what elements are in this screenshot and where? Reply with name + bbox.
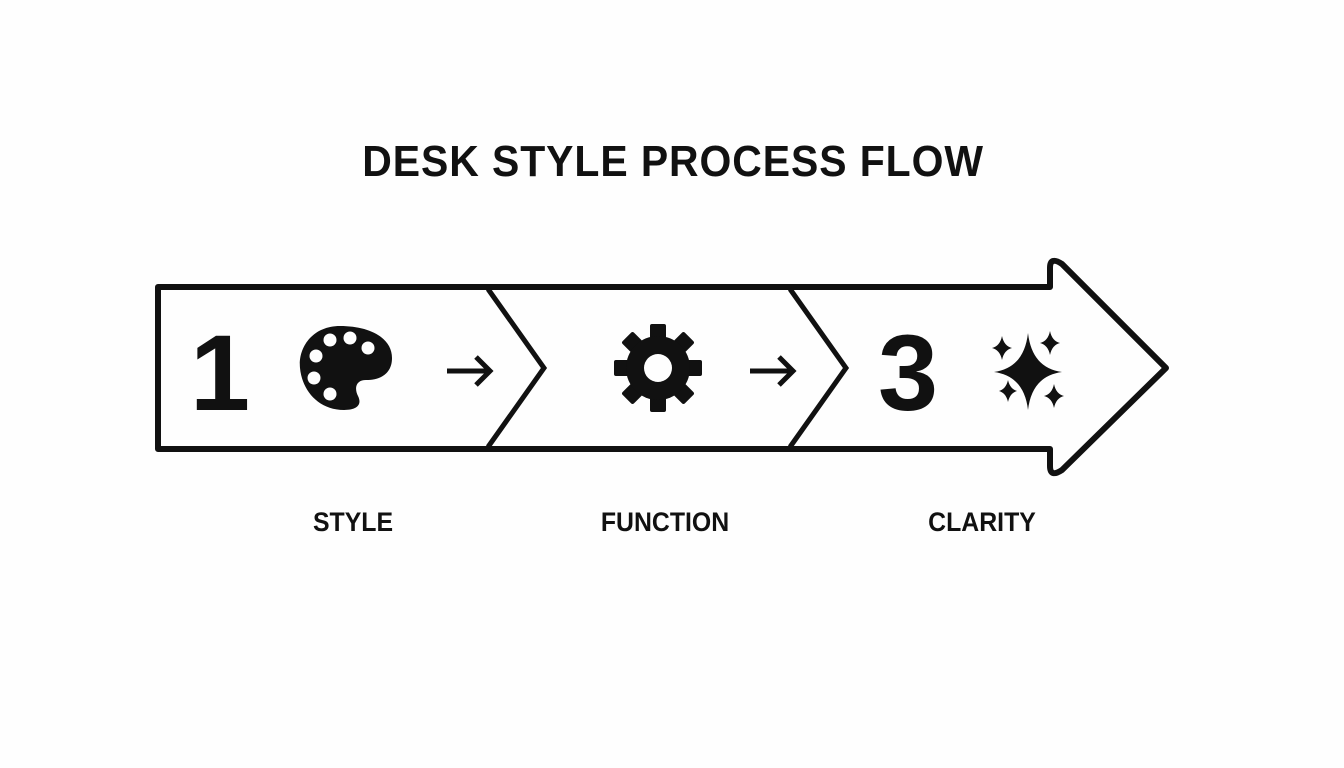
segment-divider: [787, 287, 850, 449]
palette-icon: [299, 326, 392, 410]
process-arrow-outline: [155, 257, 1169, 477]
step-number: 3: [878, 312, 938, 433]
step-label: CLARITY: [928, 507, 1036, 537]
gear-icon: [614, 324, 702, 412]
sparkles-icon: [992, 331, 1064, 410]
diagram-title: DESK STYLE PROCESS FLOW: [362, 137, 984, 186]
step-number: 1: [190, 312, 250, 433]
step-label: STYLE: [312, 507, 394, 537]
segment-divider: [485, 287, 548, 449]
arrow-right-icon: [750, 355, 797, 387]
arrow-right-icon: [447, 355, 494, 387]
step-label: FUNCTION: [600, 507, 730, 537]
